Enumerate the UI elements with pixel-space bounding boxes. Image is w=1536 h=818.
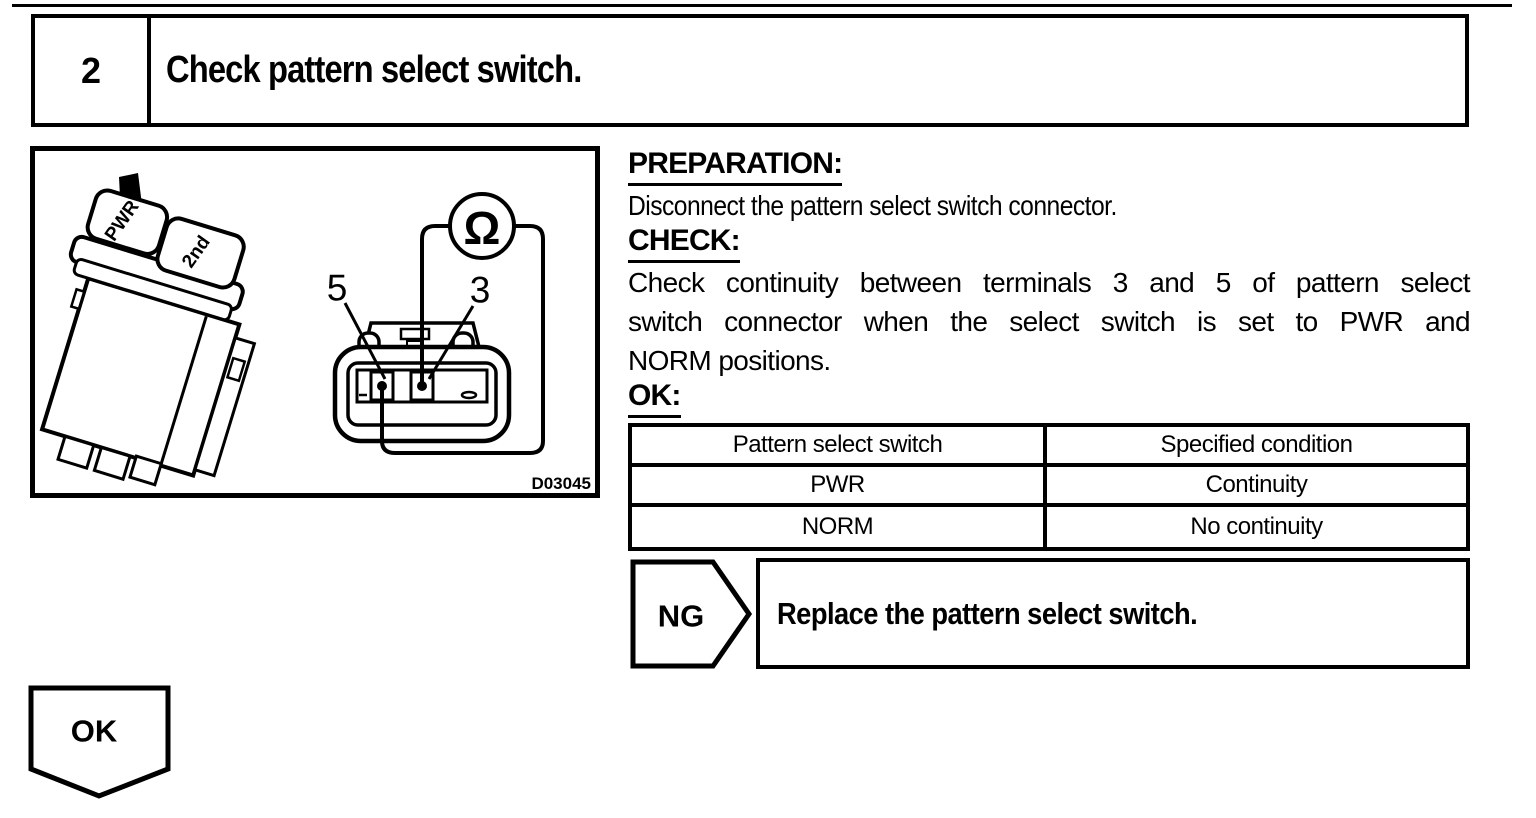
table-cell-no-continuity: No continuity — [1190, 513, 1323, 540]
page-top-rule — [12, 4, 1512, 7]
check-heading: CHECK: — [628, 225, 741, 263]
switch-terminal-tab — [128, 454, 164, 487]
wire-to-terminal-5 — [380, 224, 545, 455]
step-number-cell: 2 — [35, 18, 151, 123]
figure-code: D03045 — [531, 474, 591, 493]
ng-pentagon-shape — [630, 559, 753, 669]
step-title: Check pattern select switch. — [166, 49, 582, 91]
pattern-select-switch-illustration: PWR 2nd — [39, 188, 257, 487]
connector-index-mark — [460, 390, 478, 400]
terminal-5-label: 5 — [327, 268, 348, 309]
table-cell-pwr: PWR — [632, 467, 1047, 507]
check-text-line-1: Check continuity between terminals 3 and… — [628, 267, 1471, 298]
ng-arrow-tag: NG — [630, 559, 753, 669]
step-header: 2 Check pattern select switch. — [31, 14, 1469, 127]
terminal-3-label: 3 — [470, 270, 491, 311]
table-header-specified-condition: Specified condition — [1047, 427, 1466, 467]
table-cell-continuity: Continuity — [1047, 467, 1466, 507]
ohmmeter-symbol: Ω — [464, 202, 501, 254]
ng-action-text: Replace the pattern select switch. — [777, 595, 1198, 631]
ohmmeter-circle — [448, 192, 516, 260]
wire-to-terminal-3 — [420, 224, 450, 386]
terminal-3-leader-line — [427, 305, 475, 380]
ng-action-box: Replace the pattern select switch. — [756, 558, 1470, 669]
spec-table: Pattern select switch Specified conditio… — [628, 423, 1470, 551]
preparation-text: Disconnect the pattern select switch con… — [628, 190, 1117, 221]
ng-label: NG — [658, 599, 705, 634]
switch-terminal-tab — [56, 434, 96, 470]
switch-body-edge — [159, 315, 208, 465]
switch-side-nub — [69, 287, 86, 311]
ok-label: OK — [71, 714, 118, 749]
ok-arrow-tag: OK — [28, 685, 171, 799]
table-cell-norm: NORM — [632, 507, 1047, 547]
step-title-cell: Check pattern select switch. — [151, 18, 1465, 123]
terminal-5-probe-dot — [377, 381, 387, 391]
ok-pentagon-shape — [28, 685, 171, 799]
terminal-3-probe-dot — [417, 381, 427, 391]
ok-heading: OK: — [628, 380, 681, 418]
instruction-column: PREPARATION: Disconnect the pattern sele… — [628, 148, 1471, 418]
connector-top-notch — [399, 327, 431, 341]
figure-illustration: PWR 2nd — [39, 173, 591, 493]
figure-panel: PWR 2nd — [30, 146, 600, 498]
table-header-pattern-select-switch: Pattern select switch — [632, 427, 1047, 467]
switch-bezel-lower — [72, 258, 233, 322]
check-text-line-3: NORM positions. — [628, 345, 831, 376]
switch-terminal-tab — [92, 445, 132, 482]
terminal-5-leader-line — [343, 302, 387, 380]
switch-side-detail — [225, 356, 247, 383]
check-text-line-2: switch connector when the select switch … — [628, 306, 1471, 337]
step-number: 2 — [80, 49, 102, 91]
preparation-text-line: Disconnect the pattern select switch con… — [628, 186, 1470, 225]
switch-cap-2nd — [155, 216, 246, 290]
preparation-heading: PREPARATION: — [628, 148, 843, 186]
